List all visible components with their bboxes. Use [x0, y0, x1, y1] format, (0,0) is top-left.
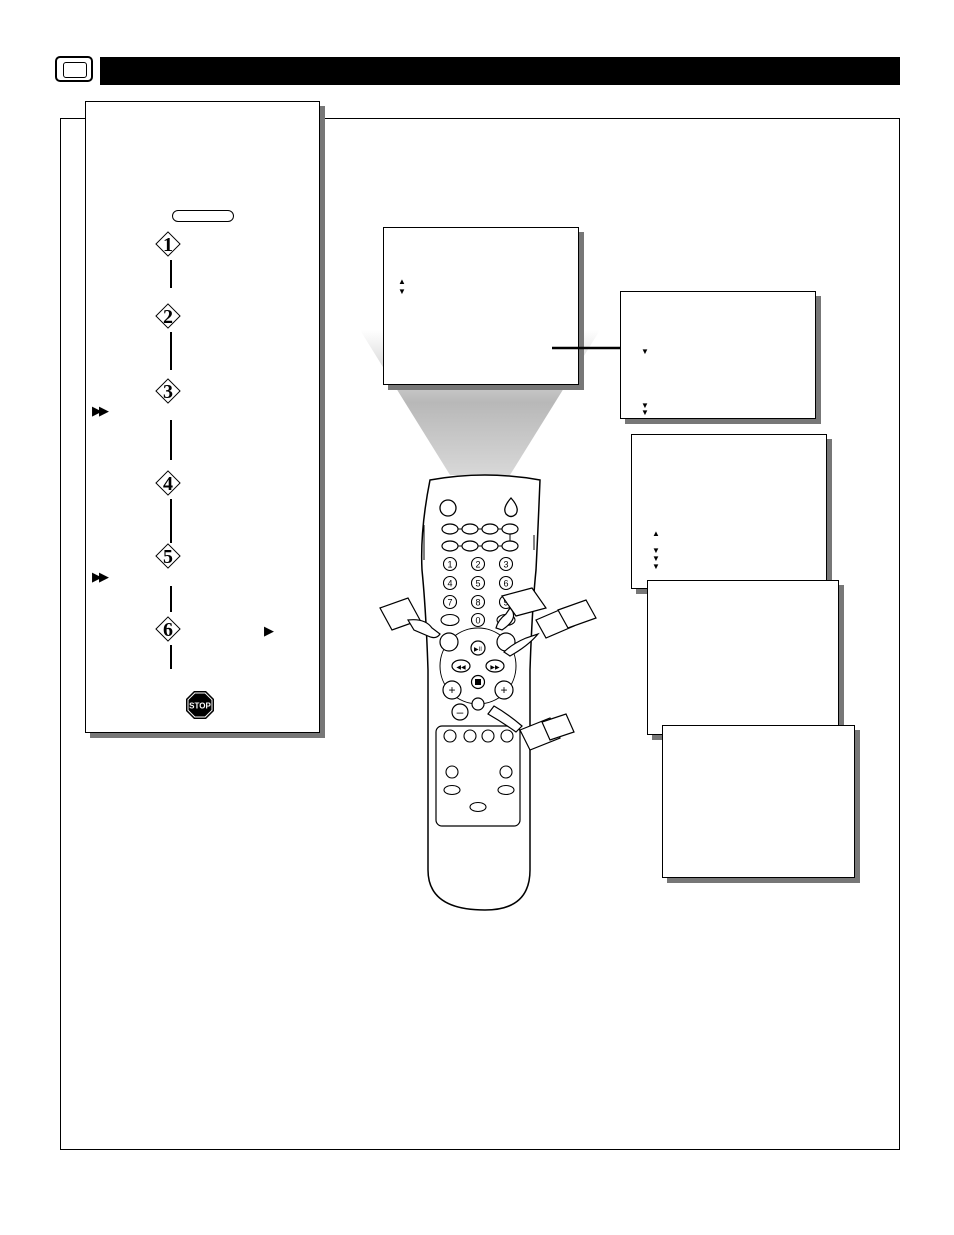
mute-button	[439, 499, 457, 517]
step-6-number: 6	[163, 619, 173, 641]
svg-text:7: 7	[447, 598, 452, 608]
instruction-panel: 1 2 3 ▶▶ 4 5 ▶▶ 6 ▶	[85, 101, 320, 733]
step-3: 3	[152, 378, 188, 408]
step-1-number: 1	[163, 234, 173, 256]
svg-text:4: 4	[447, 579, 452, 589]
step-4: 4	[152, 470, 188, 500]
step-6: 6	[152, 616, 188, 646]
stop-sign-icon: STOP	[186, 691, 214, 719]
step-3-number: 3	[163, 381, 173, 403]
menu-screen-3: ▲ ▼ ▼ ▼	[631, 434, 827, 589]
step-connector	[170, 499, 172, 543]
down-arrow-icon: ▼	[641, 408, 649, 417]
play-pause-button	[470, 640, 486, 656]
menu-button	[439, 632, 459, 652]
menu-screen-5	[662, 725, 855, 878]
rewind-button	[451, 659, 471, 673]
svg-text:8: 8	[475, 598, 480, 608]
main-frame	[60, 118, 900, 1150]
power-button	[504, 497, 518, 518]
svg-text:+: +	[500, 683, 507, 697]
svg-text:–: –	[457, 705, 464, 719]
clear-button	[471, 697, 485, 711]
svg-text:2: 2	[475, 560, 480, 570]
step-5: 5	[152, 543, 188, 573]
step-connector	[170, 645, 172, 669]
hand-pointer-icon	[379, 587, 597, 751]
svg-text:▶▶: ▶▶	[490, 665, 500, 671]
down-arrow-icon: ▼	[641, 347, 649, 356]
header-bar	[100, 57, 900, 85]
down-arrow-icon: ▼	[652, 546, 660, 555]
up-arrow-icon: ▲	[398, 277, 406, 286]
channel-up-button	[494, 680, 514, 700]
stop-label: STOP	[189, 702, 211, 711]
down-arrow-icon: ▼	[652, 554, 660, 563]
play-arrow-icon: ▶	[264, 623, 274, 638]
menu-button-icon	[172, 210, 234, 222]
up-arrow-icon: ▲	[652, 529, 660, 538]
down-arrow-icon: ▼	[641, 401, 649, 410]
tv-icon	[55, 56, 93, 82]
remote-body	[420, 474, 541, 911]
step-2-number: 2	[163, 306, 173, 328]
lower-key-panel	[435, 725, 521, 827]
step-connector	[170, 420, 172, 460]
fast-forward-icon: ▶▶	[92, 403, 109, 418]
svg-text:◀◀: ◀◀	[456, 665, 466, 671]
step-connector	[170, 586, 172, 612]
step-2: 2	[152, 303, 188, 333]
step-4-number: 4	[163, 473, 173, 495]
menu-screen-1: ▲ ▼	[383, 227, 579, 385]
remote-control: 1 2 3 4 5 6 7 8 9 0 ◀◀ ▶▶ ▶II + + –	[379, 474, 597, 911]
down-arrow-icon: ▼	[652, 562, 660, 571]
svg-text:▶II: ▶II	[474, 647, 482, 653]
fast-forward-icon: ▶▶	[92, 569, 109, 584]
step-connector	[170, 260, 172, 288]
step-5-number: 5	[163, 546, 173, 568]
down-arrow-icon: ▼	[398, 287, 406, 296]
function-keys	[441, 523, 519, 552]
volume-up-button	[442, 680, 462, 700]
fast-forward-button	[485, 659, 505, 673]
svg-text:5: 5	[475, 579, 480, 589]
menu-screen-2: ▼ ▼ ▼	[620, 291, 816, 419]
volume-down-button	[451, 703, 469, 721]
svg-text:0: 0	[475, 616, 480, 626]
step-connector	[170, 332, 172, 370]
step-1: 1	[152, 231, 188, 261]
svg-text:3: 3	[503, 560, 508, 570]
menu-screen-4	[647, 580, 839, 735]
svg-text:6: 6	[503, 579, 508, 589]
svg-text:1: 1	[447, 560, 452, 570]
svg-text:+: +	[448, 683, 455, 697]
